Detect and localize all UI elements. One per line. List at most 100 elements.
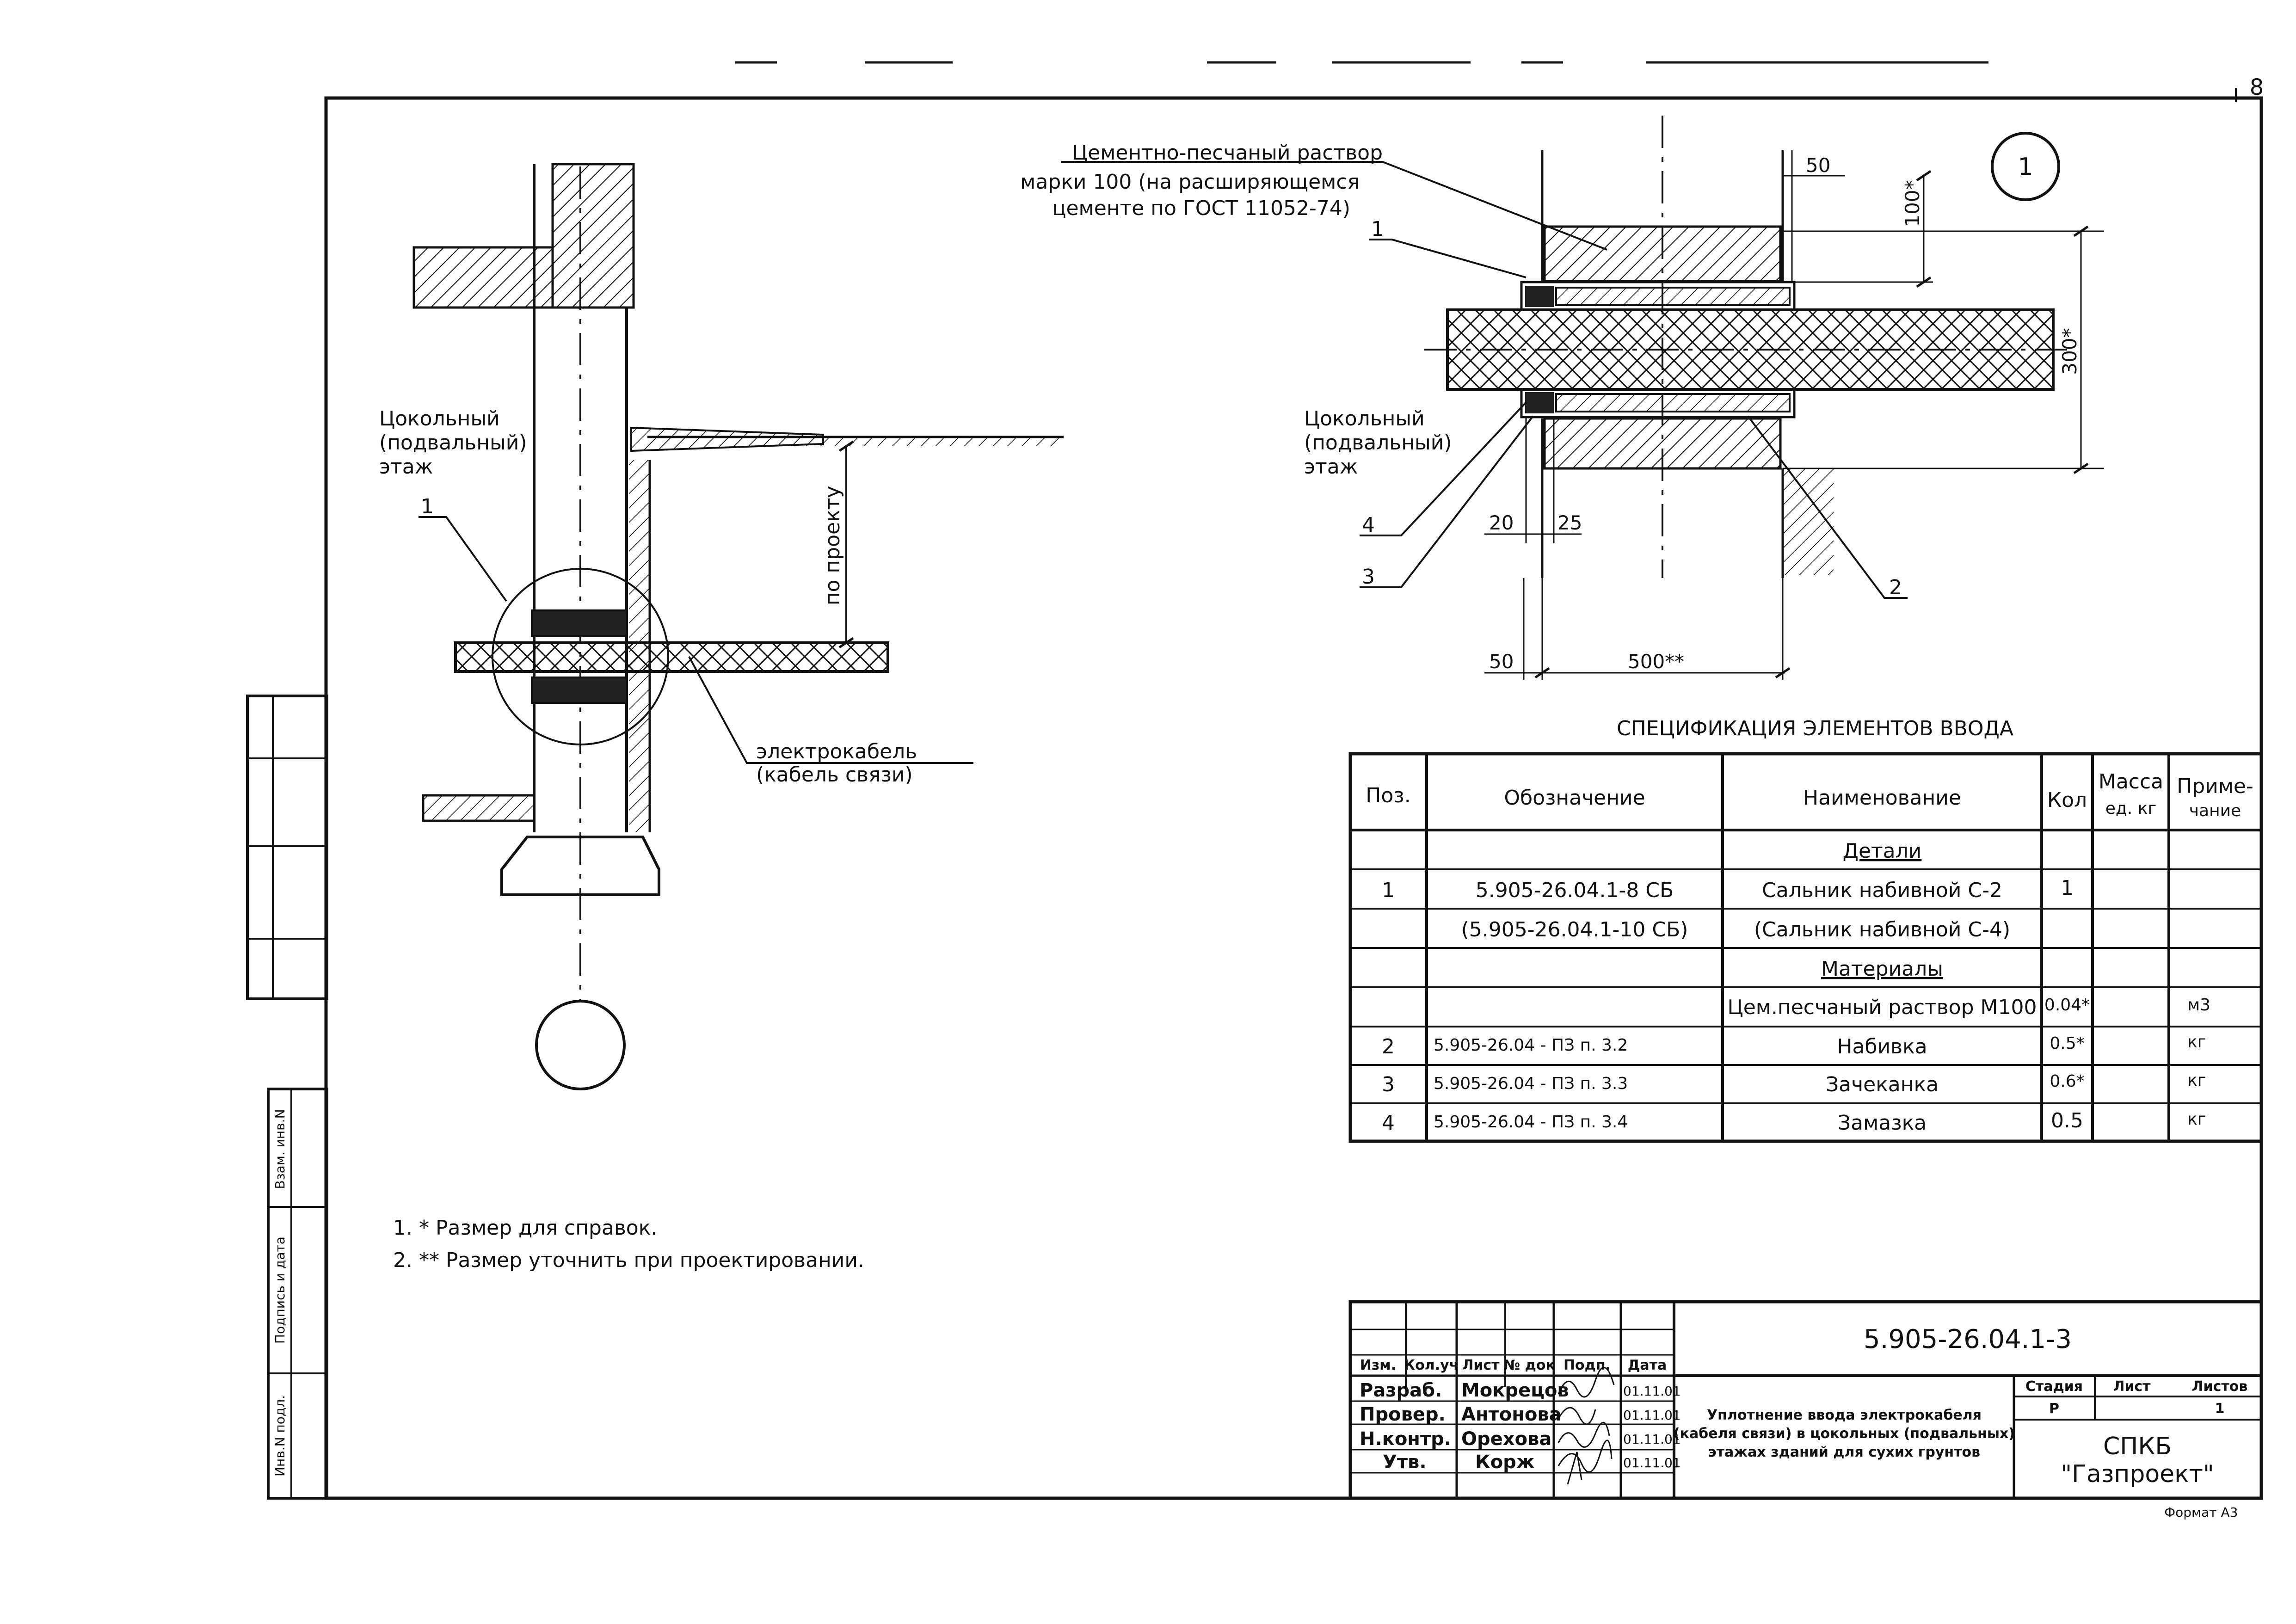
tb-stage-label: Стадия — [2025, 1378, 2083, 1395]
tb-role-3: Утв. — [1383, 1452, 1427, 1473]
tb-date-0: 01.11.01 — [1623, 1384, 1681, 1399]
dim-depth-label: по проекту — [821, 486, 844, 606]
spec-row-7-note: кг — [2187, 1110, 2206, 1129]
mortar-note-line1: Цементно-песчаный раствор — [1072, 141, 1383, 165]
spec-row-5-qty: 0.5* — [2050, 1034, 2084, 1053]
left-callout-1-leader — [419, 516, 507, 602]
tb-head-doc: № док — [1503, 1357, 1555, 1373]
tb-date-3: 01.11.01 — [1623, 1455, 1681, 1470]
spec-row-7-pos: 4 — [1382, 1111, 1395, 1135]
tb-title-line3: этажах зданий для сухих грунтов — [1708, 1444, 1980, 1460]
foundation — [500, 836, 660, 896]
tb-sheet-label: Лист — [2113, 1378, 2151, 1395]
spec-row-2-name: (Сальник набивной С-4) — [1754, 918, 2010, 941]
detail-callout-1: 1 — [1371, 217, 1384, 241]
side-stamp-original: Инв.N подл. — [272, 1395, 288, 1476]
tb-role-0: Разраб. — [1360, 1380, 1442, 1401]
detail-number: 1 — [2018, 153, 2033, 181]
spec-row-4-note: м3 — [2187, 996, 2210, 1015]
detail-callout-4: 4 — [1362, 513, 1375, 537]
detail-gland-bottom — [1520, 388, 1796, 418]
spec-row-1-qty: 1 — [2061, 876, 2074, 900]
detail-floor-line2: (подвальный) — [1304, 431, 1452, 455]
dim-50-top: 50 — [1806, 154, 1830, 177]
slab-upper — [412, 246, 554, 309]
floor-label-line1: Цокольный — [379, 407, 500, 431]
tb-format: Формат А3 — [2164, 1505, 2238, 1520]
spec-header-note-1: Приме- — [2177, 775, 2253, 798]
spec-header-qty: Кол — [2047, 788, 2087, 812]
cable-leader — [688, 656, 973, 764]
detail-callout-3: 3 — [1362, 565, 1375, 589]
tb-name-0: Мокрецов — [1461, 1380, 1569, 1401]
tb-head-date: Дата — [1628, 1357, 1667, 1373]
spec-row-2-designation: (5.905-26.04.1-10 СБ) — [1461, 918, 1688, 941]
spec-row-1-designation: 5.905-26.04.1-8 СБ — [1476, 879, 1674, 902]
spec-table: СПЕЦИФИКАЦИЯ ЭЛЕМЕНТОВ ВВОДА Поз. Обозна… — [1348, 717, 2263, 1143]
detail-seal-top — [1525, 286, 1554, 307]
spec-row-5-name: Набивка — [1837, 1035, 1927, 1058]
dim-100: 100* — [1901, 180, 1924, 227]
spec-header-designation: Обозначение — [1504, 786, 1645, 810]
note-2: 2. ** Размер уточнить при проектировании… — [393, 1249, 864, 1272]
tb-sheets-value: 1 — [2215, 1401, 2225, 1417]
detail-drawing: 1 Цементно-песчаный раствор марки 100 (н… — [1020, 116, 2104, 680]
tb-title-line1: Уплотнение ввода электрокабеля — [1707, 1407, 1982, 1423]
left-drawing: по проекту Цокольный (подвальный) этаж 1… — [379, 163, 1064, 1090]
spec-row-6-qty: 0.6* — [2050, 1072, 2084, 1091]
wall-upper — [551, 163, 635, 309]
spec-row-6-note: кг — [2187, 1071, 2206, 1090]
tb-code: 5.905-26.04.1-3 — [1864, 1324, 2072, 1354]
floor-label-line2: (подвальный) — [379, 431, 527, 455]
tb-date-2: 01.11.01 — [1623, 1432, 1681, 1447]
tb-head-kolych: Кол.уч — [1404, 1357, 1459, 1373]
title-block: Изм. Кол.уч Лист № док Подп. Дата Разраб… — [1348, 1300, 2263, 1520]
tb-title-line2: (кабеля связи) в цокольных (подвальных) — [1674, 1426, 2015, 1442]
slab-lower — [422, 794, 536, 822]
tb-name-1: Антонова — [1461, 1404, 1562, 1425]
side-stamp-signature: Подпись и дата — [272, 1236, 288, 1344]
spec-row-3-name: Материалы — [1821, 957, 1943, 981]
detail-floor-line1: Цокольный — [1304, 407, 1425, 431]
spec-row-5-designation: 5.905-26.04 - ПЗ п. 3.2 — [1434, 1036, 1628, 1055]
note-1: 1. * Размер для справок. — [393, 1216, 657, 1240]
side-stamp-replace: Взам. инв.N — [272, 1109, 288, 1189]
tb-stage-value: Р — [2049, 1401, 2059, 1417]
sheet-number: 8 — [2250, 74, 2264, 100]
dim-300: 300* — [2058, 328, 2081, 375]
tb-head-list: Лист — [1462, 1357, 1500, 1373]
dim-500: 500** — [1628, 650, 1684, 673]
tb-role-1: Провер. — [1360, 1404, 1446, 1425]
spec-row-4-qty: 0.04* — [2044, 996, 2090, 1015]
spec-row-7-qty: 0.5 — [2051, 1109, 2083, 1132]
spec-row-7-designation: 5.905-26.04 - ПЗ п. 3.4 — [1434, 1113, 1628, 1132]
dim-50-bottom: 50 — [1489, 650, 1514, 673]
tb-role-2: Н.контр. — [1360, 1428, 1451, 1450]
spec-row-6-name: Зачеканка — [1826, 1073, 1939, 1096]
ground-line-hatch — [647, 437, 1064, 446]
tb-org-line1: СПКБ — [2103, 1433, 2172, 1460]
signature-scribbles — [1557, 1366, 1615, 1485]
mortar-note-line2: марки 100 (на расширяющемся — [1020, 170, 1360, 194]
side-stamp: Взам. инв.N Подпись и дата Инв.N подл. — [246, 695, 328, 1500]
detail-number-circle — [1991, 132, 2060, 201]
spec-header-note-2: чание — [2189, 801, 2241, 820]
spec-row-5-pos: 2 — [1382, 1035, 1395, 1058]
tb-sheets-label: Листов — [2192, 1378, 2248, 1395]
spec-header-pos: Поз. — [1366, 784, 1410, 807]
gland-top — [531, 609, 628, 637]
cable-label-line2: (кабель связи) — [756, 763, 913, 787]
floor-label-line3: этаж — [379, 455, 433, 479]
mortar-note-line3: цементе по ГОСТ 11052-74) — [1053, 197, 1350, 220]
spec-row-4-name: Цем.песчаный раствор М100 — [1728, 996, 2037, 1019]
spec-row-0-name: Детали — [1843, 839, 1922, 863]
spec-row-7-name: Замазка — [1838, 1111, 1927, 1135]
tb-head-izm: Изм. — [1360, 1357, 1396, 1373]
detail-seal-bottom — [1525, 392, 1554, 413]
tb-name-2: Орехова — [1461, 1428, 1551, 1450]
spec-row-6-designation: 5.905-26.04 - ПЗ п. 3.3 — [1434, 1074, 1628, 1093]
detail-floor-line3: этаж — [1304, 455, 1358, 479]
detail-callout-2: 2 — [1889, 576, 1902, 599]
spec-header-mass-2: ед. кг — [2105, 799, 2157, 818]
